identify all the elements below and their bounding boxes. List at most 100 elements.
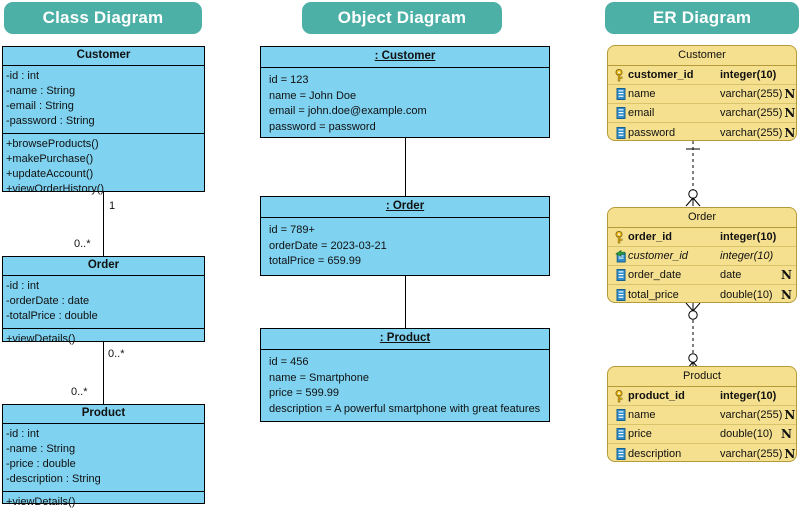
- column-icon: [613, 126, 628, 139]
- association-multiplicity: 1: [109, 200, 116, 212]
- er-column-row[interactable]: price double(10) N: [608, 425, 796, 444]
- object-box-customer[interactable]: : Customer id = 123 name = John Doe emai…: [260, 46, 550, 138]
- class-attribute: -id : int: [6, 70, 40, 82]
- er-column-type: integer(10): [720, 390, 777, 402]
- er-column-name: order_id: [628, 231, 673, 243]
- er-column-row[interactable]: product_id integer(10): [608, 387, 796, 406]
- object-slots: id = 123 name = John Doe email = john.do…: [261, 68, 549, 141]
- object-name: : Order: [261, 197, 549, 218]
- object-slot: password = password: [269, 120, 376, 133]
- er-column-row[interactable]: name varchar(255) N: [608, 406, 796, 425]
- class-attribute: -password : String: [6, 115, 95, 127]
- column-icon: [613, 107, 628, 119]
- er-column-name: name: [628, 409, 656, 421]
- association-multiplicity: 0..*: [71, 386, 88, 398]
- association-line-order-product: [103, 342, 104, 404]
- er-entity-name: Customer: [608, 46, 796, 66]
- object-slot: name = Smartphone: [269, 371, 369, 384]
- er-column-type: integer(10): [720, 69, 777, 81]
- er-column-row[interactable]: total_price double(10) N: [608, 285, 796, 302]
- object-link-order-product: [405, 276, 406, 328]
- object-box-product[interactable]: : Product id = 456 name = Smartphone pri…: [260, 328, 550, 422]
- class-box-product[interactable]: Product -id : int -name : String -price …: [2, 404, 205, 508]
- er-entity-customer[interactable]: Customer customer_id integer(10) name va…: [607, 45, 797, 141]
- class-attribute: -orderDate : date: [6, 295, 90, 307]
- er-column-type: date: [720, 269, 742, 281]
- class-operation: +viewDetails(): [6, 333, 76, 345]
- object-slot: description = A powerful smartphone with…: [269, 402, 541, 415]
- object-name-text: : Customer: [374, 50, 436, 62]
- class-attribute: -id : int: [6, 428, 40, 440]
- object-link-customer-order: [405, 138, 406, 196]
- class-name: Order: [3, 257, 204, 276]
- class-operations: +viewDetails(): [3, 492, 204, 514]
- object-slot: price = 599.99: [269, 387, 340, 399]
- column-icon: [613, 447, 628, 460]
- er-column-type: varchar(255): [720, 447, 783, 460]
- object-slot: orderDate = 2023-03-21: [269, 239, 387, 252]
- primary-key-icon: [613, 230, 628, 244]
- er-column-row[interactable]: description varchar(255) N: [608, 444, 796, 461]
- class-attributes: -id : int -name : String -price : double…: [3, 424, 204, 492]
- er-column-type: varchar(255): [720, 88, 783, 100]
- er-nullable-flag: N: [784, 125, 796, 140]
- object-name: : Customer: [261, 47, 549, 68]
- object-box-order[interactable]: : Order id = 789+ orderDate = 2023-03-21…: [260, 196, 550, 276]
- column-icon: [613, 288, 628, 301]
- er-entity-product[interactable]: Product product_id integer(10) name varc…: [607, 366, 797, 462]
- er-nullable-flag: N: [784, 106, 796, 120]
- er-relationship-order-product: [685, 303, 701, 371]
- er-nullable-flag: N: [784, 87, 796, 101]
- er-column-name: product_id: [628, 390, 685, 402]
- object-name-text: : Order: [385, 200, 425, 212]
- object-slot: id = 456: [269, 356, 309, 368]
- object-name: : Product: [261, 329, 549, 350]
- class-operation: +viewOrderHistory(): [6, 183, 105, 195]
- column-icon: [613, 88, 628, 100]
- er-column-name: email: [628, 107, 655, 119]
- object-slot: name = John Doe: [269, 89, 357, 102]
- er-column-type: double(10): [720, 288, 773, 301]
- er-column-row[interactable]: customer_id integer(10): [608, 66, 796, 85]
- er-nullable-flag: N: [784, 446, 796, 461]
- er-column-row[interactable]: name varchar(255) N: [608, 85, 796, 104]
- primary-key-icon: [613, 68, 628, 82]
- class-attribute: -id : int: [6, 280, 40, 292]
- object-slot: id = 123: [269, 74, 309, 86]
- er-column-name: customer_id: [628, 250, 688, 262]
- class-operation: +makePurchase(): [6, 153, 94, 165]
- er-nullable-flag: N: [781, 427, 792, 441]
- column-icon: [613, 409, 628, 421]
- class-box-order[interactable]: Order -id : int -orderDate : date -total…: [2, 256, 205, 345]
- class-operation: +viewDetails(): [6, 496, 76, 508]
- foreign-key-icon: [613, 249, 628, 263]
- class-attribute: -description : String: [6, 473, 101, 485]
- class-box-customer[interactable]: Customer -id : int -name : String -email…: [2, 46, 205, 195]
- column-icon: [613, 269, 628, 281]
- er-column-type: double(10): [720, 428, 773, 440]
- er-column-name: password: [628, 126, 676, 139]
- er-column-name: name: [628, 88, 656, 100]
- er-column-type: integer(10): [720, 231, 777, 243]
- er-nullable-flag: N: [784, 408, 796, 422]
- er-diagram-panel: ER Diagram Customer customer_id integer(…: [595, 0, 807, 506]
- class-operations: +browseProducts() +makePurchase() +updat…: [3, 134, 204, 201]
- er-column-name: order_date: [628, 269, 682, 281]
- class-diagram-panel: Class Diagram Customer -id : int -name :…: [0, 0, 255, 508]
- class-operation: +updateAccount(): [6, 168, 94, 180]
- er-nullable-flag: N: [781, 287, 792, 302]
- class-attribute: -totalPrice : double: [6, 310, 98, 322]
- er-entity-order[interactable]: Order order_id integer(10) customer_id i…: [607, 207, 797, 303]
- er-column-name: description: [628, 447, 682, 460]
- er-column-row[interactable]: customer_id integer(10): [608, 247, 796, 266]
- object-slot: totalPrice = 659.99: [269, 255, 362, 267]
- er-column-row[interactable]: email varchar(255) N: [608, 104, 796, 123]
- er-column-name: total_price: [628, 288, 679, 301]
- class-operations: +viewDetails(): [3, 329, 204, 351]
- er-column-row[interactable]: password varchar(255) N: [608, 123, 796, 140]
- object-slot: email = john.doe@example.com: [269, 105, 427, 117]
- er-column-row[interactable]: order_id integer(10): [608, 228, 796, 247]
- column-icon: [613, 428, 628, 440]
- er-column-row[interactable]: order_date date N: [608, 266, 796, 285]
- er-column-type: varchar(255): [720, 409, 783, 421]
